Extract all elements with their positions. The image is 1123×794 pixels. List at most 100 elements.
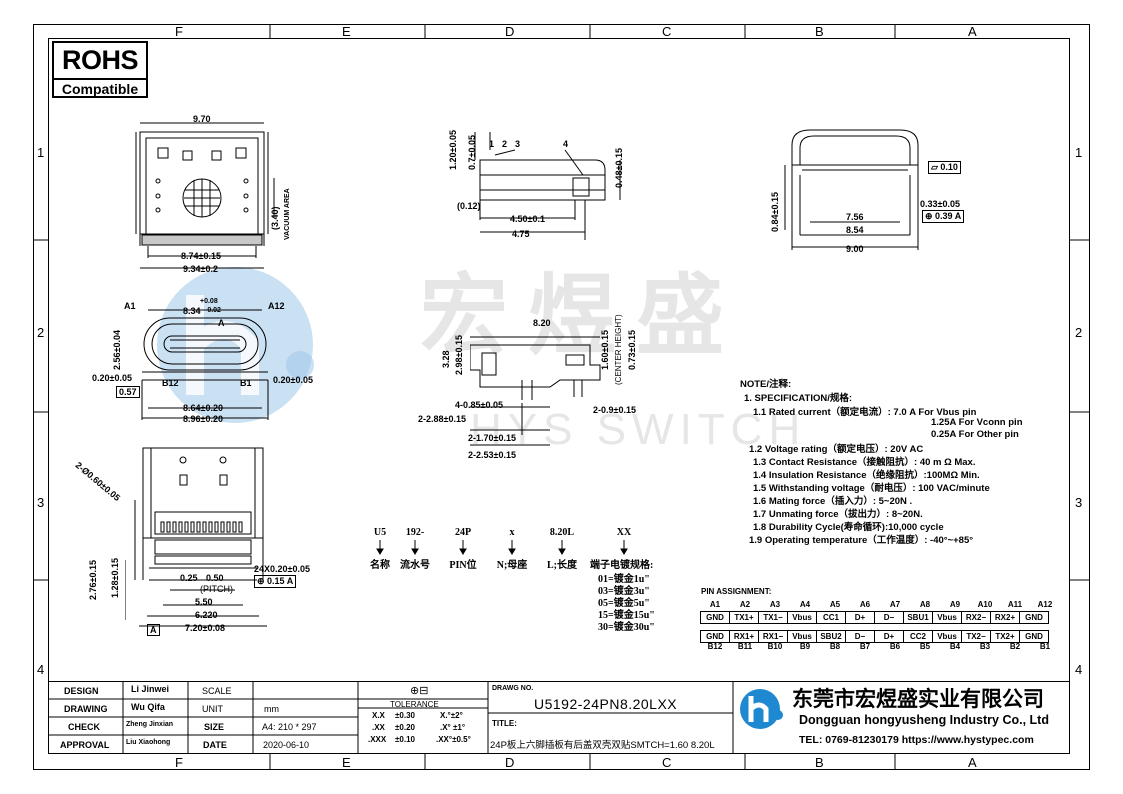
mating-face-left-1: 0.20±0.05	[92, 373, 132, 383]
pn-code-pins: 24P	[454, 527, 472, 538]
side-view-height-2: 0.7±0.05	[467, 135, 477, 170]
zone-col-c-bottom: C	[662, 755, 672, 770]
pn-plating-01: 01=镀金1u"	[598, 574, 650, 585]
mating-face-right-1: 0.20±0.05	[273, 375, 313, 385]
watermark-logo	[150, 255, 390, 435]
note-other: 0.25A For Other pin	[931, 429, 1019, 440]
top-view-width: 9.70	[193, 114, 211, 124]
front-view-outer-width: 9.00	[846, 244, 864, 254]
pn-code-serial: 192-	[405, 527, 425, 538]
note-contact-res: 1.3 Contact Resistance（接触阻抗）: 40 m Ω Max…	[753, 457, 976, 468]
company-name-cn: 东莞市宏煜盛实业有限公司	[792, 688, 1044, 711]
footprint-width-1: 5.50	[195, 597, 213, 607]
zone-col-e-bottom: E	[342, 755, 351, 770]
side-profile-pad-3: 2-1.70±0.15	[468, 433, 516, 443]
tb-tolerance-label: TOLERANCE	[390, 700, 439, 709]
mating-face-b12: B12	[162, 378, 179, 388]
zone-col-a-top: A	[968, 24, 977, 39]
footprint-left-1: 2.76±0.15	[88, 560, 98, 600]
pn-code-length: 8.20L	[549, 527, 575, 538]
pn-plating-05: 05=镀金5u"	[598, 598, 650, 609]
company-contact: TEL: 0769-81230179 https://www.hystypec.…	[799, 734, 1034, 746]
side-view-height-1: 1.20±0.05	[448, 130, 458, 170]
footprint-drawing	[125, 447, 267, 627]
top-view-inner-width: 8.74±0.15	[181, 251, 221, 261]
tb-check-value: Zheng Jinxian	[126, 721, 174, 728]
note-voltage: 1.2 Voltage rating（额定电压）: 20V AC	[749, 444, 924, 455]
notes-spec: 1. SPECIFICATION/规格:	[744, 393, 853, 404]
side-view-length-1: 4.50±0.1	[510, 214, 545, 224]
tb-design-label: DESIGN	[64, 686, 99, 696]
tb-tol-2c: .X° ±1°	[440, 723, 466, 732]
pn-code-plating: XX	[616, 527, 632, 538]
pn-name-gender: N;母座	[496, 560, 528, 571]
top-view-vacuum-dim: (3.40)	[270, 206, 280, 230]
drawing-border-inner	[48, 38, 1070, 754]
side-profile-center-label: (CENTER HEIGHT)	[614, 314, 623, 385]
pn-code-gender: x	[509, 527, 515, 538]
mating-face-a12: A12	[268, 301, 285, 311]
front-view-height: 0.84±0.15	[770, 192, 780, 232]
zone-col-d-bottom: D	[505, 755, 515, 770]
side-profile-pad-1: 4-0.85±0.05	[455, 400, 503, 410]
notes-title: NOTE/注释:	[740, 379, 792, 390]
projection-symbol: ⊕⊟	[410, 685, 429, 697]
mating-face-datum: A	[218, 318, 225, 328]
zone-row-2-right: 2	[1075, 325, 1083, 340]
tb-size-value: A4: 210 * 297	[262, 722, 317, 732]
mating-face-drawing	[141, 309, 269, 420]
tb-scale-label: SCALE	[202, 686, 232, 696]
tb-approval-value: Liu Xiaohong	[126, 739, 171, 746]
note-durability: 1.8 Durability Cycle(寿命循环):10,000 cycle	[753, 522, 944, 533]
pn-plating-15: 15=镀金15u"	[598, 610, 655, 621]
side-profile-height-1: 3.28	[441, 350, 451, 368]
tb-approval-label: APPROVAL	[60, 740, 110, 750]
footprint-left-2: 1.28±0.15	[110, 558, 120, 598]
tb-tol-3b: ±0.10	[395, 735, 415, 744]
top-view-drawing	[135, 122, 275, 269]
zone-row-3-right: 3	[1075, 495, 1083, 510]
side-view-callout-1: 1	[489, 139, 495, 149]
zone-row-1-left: 1	[37, 145, 45, 160]
pn-name-plating: 端子电镀规格:	[590, 560, 654, 571]
mating-face-nominal: 8.34	[183, 306, 201, 316]
side-profile-height-4: 0.73±0.15	[627, 330, 637, 370]
front-view-flatness: ▱ 0.10	[928, 161, 961, 174]
tb-tol-2a: .XX	[372, 723, 385, 732]
footprint-width-2: 6.220	[195, 610, 218, 620]
zone-col-b-bottom: B	[815, 755, 824, 770]
note-vconn: 1.25A For Vconn pin	[931, 417, 1023, 428]
title-block-grid	[48, 681, 1070, 754]
mating-face-a1: A1	[124, 301, 136, 311]
zone-row-2-left: 2	[37, 325, 45, 340]
footprint-pitch-label: (PITCH)	[200, 584, 233, 594]
zone-col-c-top: C	[662, 24, 672, 39]
side-view-callout-4: 4	[563, 139, 569, 149]
mating-face-width-2: 8.96±0.20	[183, 414, 223, 424]
pn-arrows	[376, 540, 628, 555]
front-view-mid-width: 8.54	[846, 225, 864, 235]
zone-row-1-right: 1	[1075, 145, 1083, 160]
footprint-pad-dim: 24X0.20±0.05	[254, 564, 310, 574]
rohs-title: ROHS	[61, 45, 139, 75]
tb-size-label: SIZE	[204, 722, 225, 732]
tb-tol-3a: .XXX	[368, 735, 387, 744]
footprint-datum: A	[147, 624, 160, 636]
footprint-width-3: 7.20±0.08	[185, 623, 225, 633]
side-view-drawing	[474, 132, 621, 240]
mating-face-left-2: 0.57	[116, 386, 140, 398]
company-logo	[738, 684, 788, 734]
tb-tol-2b: ±0.20	[395, 723, 415, 732]
top-view-vacuum-label: VACUUM AREA	[284, 188, 291, 240]
tb-tol-1a: X.X	[372, 711, 385, 720]
zone-col-d-top: D	[505, 24, 515, 39]
zone-row-4-left: 4	[37, 662, 45, 677]
front-view-drawing	[784, 129, 919, 250]
pn-name-series: 名称	[370, 560, 390, 571]
mating-face-tol-top: +0.08	[200, 298, 218, 305]
zone-col-b-top: B	[815, 24, 824, 39]
zone-col-a-bottom: A	[968, 755, 977, 770]
note-mating: 1.6 Mating force（插入力）: 5~20N .	[753, 496, 913, 507]
